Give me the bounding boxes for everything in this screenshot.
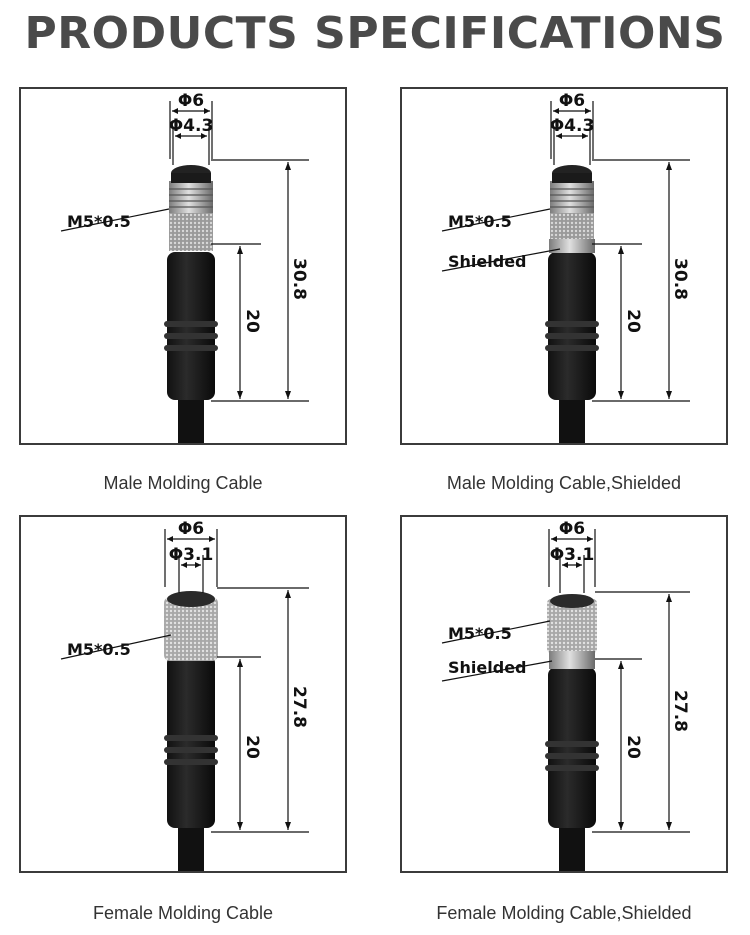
inner-diameter-label: Φ4.3 (169, 116, 214, 136)
thread-label: M5*0.5 (448, 212, 512, 231)
socket-face (167, 591, 215, 607)
molded-body (167, 655, 215, 828)
inner-diameter-label: Φ3.1 (169, 545, 214, 565)
total-length-label: 30.8 (289, 258, 309, 300)
body-length-label: 20 (242, 735, 262, 759)
total-length-label: 27.8 (289, 686, 309, 728)
outer-diameter-label: Φ6 (178, 91, 204, 111)
inner-diameter-label: Φ3.1 (550, 545, 595, 565)
outer-diameter-label: Φ6 (178, 519, 204, 539)
male-connector-drawing: Φ6 Φ4.3 M5*0.5 30.8 20 (60, 91, 309, 443)
caption-male: Male Molding Cable (103, 473, 263, 493)
body-length-label: 20 (623, 309, 643, 333)
cable (178, 394, 204, 443)
outer-diameter-label: Φ6 (559, 519, 585, 539)
knurled-nut (164, 597, 218, 661)
body-length-label: 20 (623, 735, 643, 759)
thread-label: M5*0.5 (67, 212, 131, 231)
spec-panel-male: Φ6 Φ4.3 M5*0.5 30.8 20 (19, 87, 347, 445)
outer-diameter-label: Φ6 (559, 91, 585, 111)
page-title: PRODUCTS SPECIFICATIONS (24, 8, 726, 59)
caption-male-shielded: Male Molding Cable,Shielded (446, 473, 682, 493)
caption-female: Female Molding Cable (92, 903, 274, 923)
thread-label: M5*0.5 (67, 640, 131, 659)
male-shielded-connector-drawing: Φ6 Φ4.3 M5*0.5 Shielded 30.8 20 (441, 91, 690, 443)
body-length-label: 20 (242, 309, 262, 333)
total-length-label: 30.8 (670, 258, 690, 300)
spec-panel-male-shielded: Φ6 Φ4.3 M5*0.5 Shielded 30.8 20 (400, 87, 728, 445)
inner-diameter-label: Φ4.3 (550, 116, 595, 136)
molded-body (548, 667, 596, 828)
thread-label: M5*0.5 (448, 624, 512, 643)
female-shielded-connector-drawing: Φ6 Φ3.1 M5*0.5 Shielded 27.8 20 (441, 519, 690, 871)
spec-panel-female-shielded: Φ6 Φ3.1 M5*0.5 Shielded 27.8 20 (400, 515, 728, 873)
shield-ring (549, 239, 595, 253)
knurled-nut (547, 599, 597, 653)
caption-female-shielded: Female Molding Cable,Shielded (436, 903, 692, 923)
spec-panel-female: Φ6 Φ3.1 M5*0.5 27.8 20 (19, 515, 347, 873)
female-connector-drawing: Φ6 Φ3.1 M5*0.5 27.8 20 (60, 519, 309, 871)
shield-label: Shielded (448, 658, 527, 677)
shield-ring (549, 651, 595, 669)
shield-label: Shielded (448, 252, 527, 271)
total-length-label: 27.8 (670, 690, 690, 732)
